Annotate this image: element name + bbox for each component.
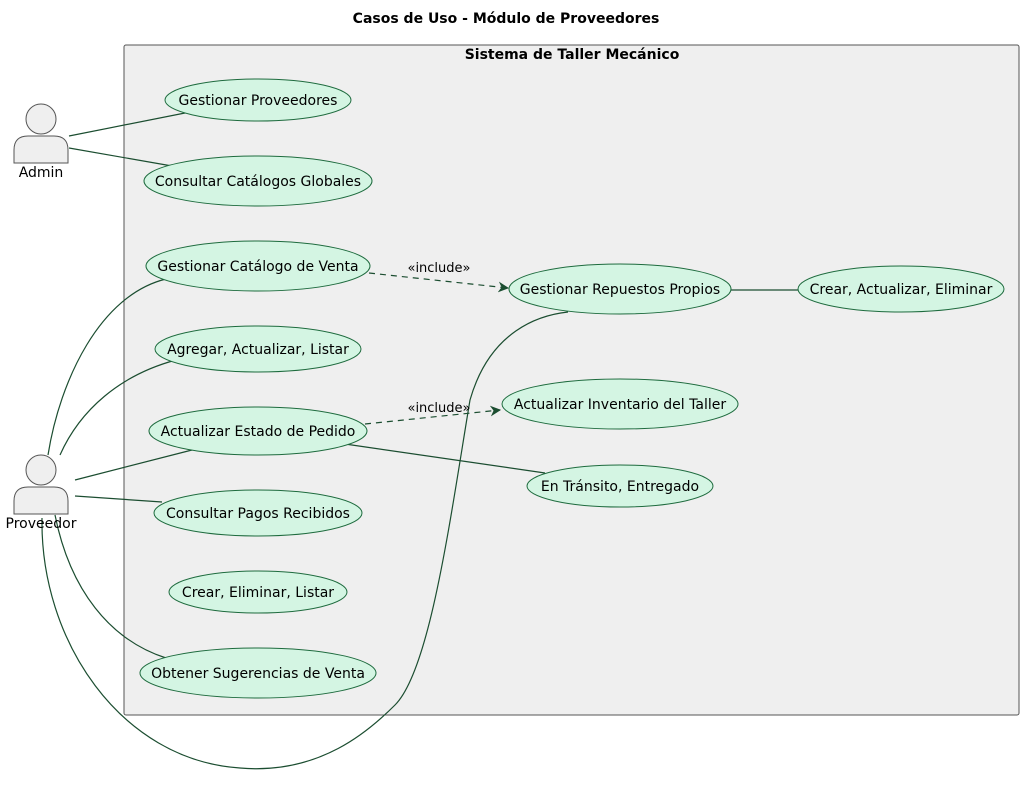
actor-proveedor-head: [25, 454, 57, 486]
use-case-consultar-catalogos: Consultar Catálogos Globales: [143, 155, 373, 207]
link-proveedor-estado-pedido: [74, 449, 193, 481]
system-boundary: [123, 44, 1020, 716]
use-case-gestionar-catalogo-venta: Gestionar Catálogo de Venta: [145, 240, 371, 292]
actor-admin-label: Admin: [19, 165, 64, 181]
use-case-actualizar-estado-pedido: Actualizar Estado de Pedido: [148, 406, 368, 456]
link-estado-transito: [344, 443, 546, 474]
use-case-actualizar-inventario-label: Actualizar Inventario del Taller: [514, 397, 726, 413]
diagram-title: Casos de Uso - Módulo de Proveedores: [353, 11, 660, 27]
include-label-2: «include»: [407, 401, 470, 416]
actor-admin-head: [25, 103, 57, 135]
use-case-en-transito-label: En Tránsito, Entregado: [541, 479, 699, 495]
use-case-agregar-actualizar-listar-label: Agregar, Actualizar, Listar: [167, 342, 349, 358]
actor-proveedor-body: [13, 486, 69, 515]
use-case-consultar-catalogos-label: Consultar Catálogos Globales: [155, 174, 361, 190]
link-proveedor-sugerencias: [54, 514, 167, 659]
use-case-consultar-pagos-label: Consultar Pagos Recibidos: [166, 506, 350, 522]
include-estado-inventario: [364, 405, 502, 425]
use-case-gestionar-proveedores: Gestionar Proveedores: [164, 78, 352, 122]
use-case-crear-actualizar-eliminar: Crear, Actualizar, Eliminar: [797, 265, 1005, 313]
actor-admin: Admin: [13, 103, 69, 181]
link-proveedor-catalogo-venta: [47, 278, 167, 456]
link-proveedor-repuestos: [41, 311, 569, 770]
use-case-actualizar-estado-pedido-label: Actualizar Estado de Pedido: [161, 424, 356, 440]
link-admin-consultar-catalogos: [68, 147, 173, 167]
use-case-crear-eliminar-listar: Crear, Eliminar, Listar: [168, 570, 348, 614]
use-case-gestionar-repuestos: Gestionar Repuestos Propios: [508, 263, 732, 315]
link-proveedor-agregar: [59, 359, 177, 456]
link-admin-gestionar-proveedores: [68, 111, 191, 137]
use-case-gestionar-proveedores-label: Gestionar Proveedores: [179, 93, 338, 109]
use-case-gestionar-catalogo-venta-label: Gestionar Catálogo de Venta: [157, 259, 358, 275]
link-proveedor-pagos: [74, 495, 163, 503]
use-case-crear-eliminar-listar-label: Crear, Eliminar, Listar: [182, 585, 334, 601]
use-case-gestionar-repuestos-label: Gestionar Repuestos Propios: [520, 282, 720, 298]
use-case-crear-actualizar-eliminar-label: Crear, Actualizar, Eliminar: [810, 282, 993, 298]
associations: [41, 111, 798, 770]
include-catalogo-repuestos: [368, 272, 510, 293]
use-case-agregar-actualizar-listar: Agregar, Actualizar, Listar: [154, 325, 362, 373]
actor-proveedor-label: Proveedor: [6, 516, 77, 532]
actor-admin-body: [13, 135, 69, 164]
use-case-en-transito: En Tránsito, Entregado: [526, 464, 714, 508]
use-case-obtener-sugerencias: Obtener Sugerencias de Venta: [139, 647, 377, 699]
use-case-consultar-pagos: Consultar Pagos Recibidos: [153, 489, 363, 537]
use-case-obtener-sugerencias-label: Obtener Sugerencias de Venta: [151, 666, 365, 682]
use-case-actualizar-inventario: Actualizar Inventario del Taller: [501, 378, 739, 430]
actor-proveedor: Proveedor: [6, 454, 77, 532]
include-label-1: «include»: [407, 261, 470, 276]
system-title: Sistema de Taller Mecánico: [465, 47, 680, 63]
